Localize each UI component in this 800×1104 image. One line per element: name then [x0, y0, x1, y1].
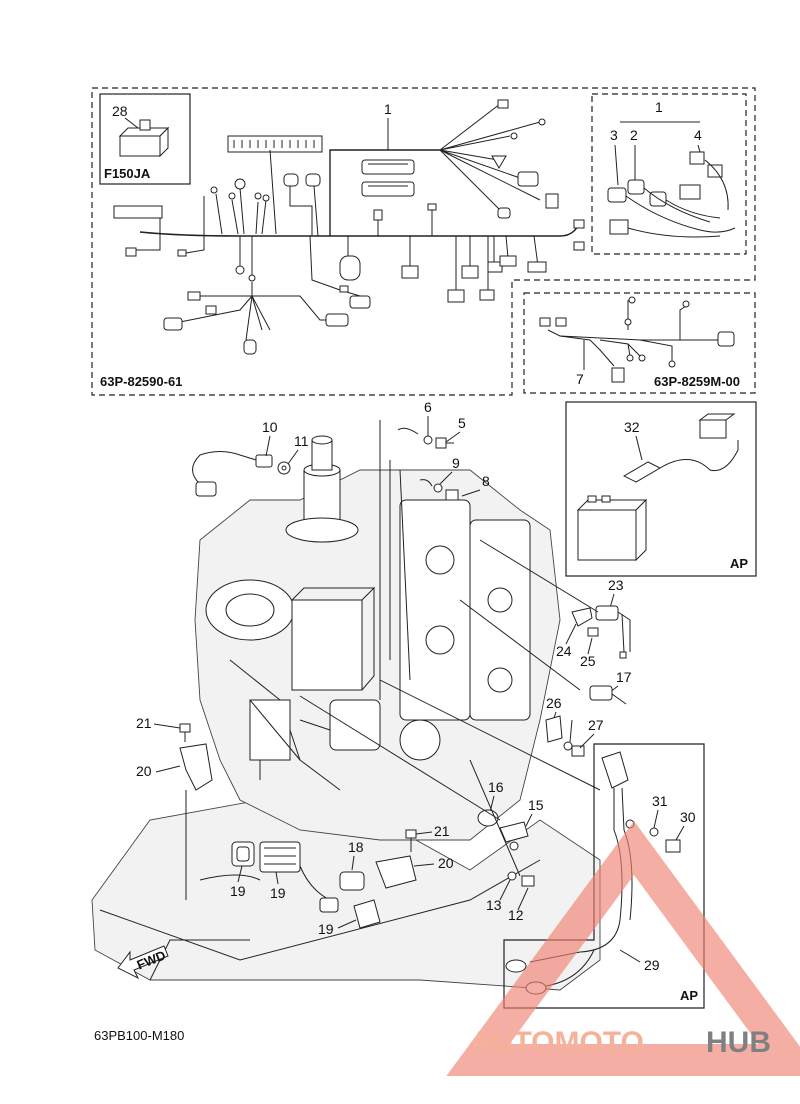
- callout-5: 5: [458, 415, 466, 431]
- callout-14: 15: [528, 797, 544, 813]
- inset-box-28: [99, 93, 191, 185]
- ap-label-bottom: AP: [680, 988, 698, 1003]
- ap-label-top: AP: [730, 556, 748, 571]
- ap-box-top: 32 AP: [565, 401, 757, 577]
- watermark-text-1: AUTOMOTO: [470, 1026, 644, 1059]
- callout-6: 6: [424, 399, 432, 415]
- callout-3: 3: [610, 127, 618, 143]
- callout-20-right: 20: [438, 855, 454, 871]
- sub-harness-box: 7 63P-8259M-00: [523, 292, 756, 394]
- watermark-triangle-icon: [446, 821, 800, 1076]
- connector-cluster-icon: [607, 151, 736, 238]
- callout-25: 26: [546, 695, 562, 711]
- callout-31: 31: [652, 793, 668, 809]
- callout-12: 10: [262, 419, 278, 435]
- callout-24: 25: [580, 653, 596, 669]
- ecu-connector-icon: [227, 135, 415, 197]
- engine-parts: 10 11 6 5 9 8 23 24 25: [117, 399, 632, 980]
- callout-16: 17: [616, 669, 632, 685]
- callout-8: 8: [482, 473, 490, 489]
- callout-1-connectors: 1: [655, 99, 663, 115]
- harness-connectors: [113, 99, 585, 355]
- engine-block: [91, 420, 601, 991]
- callout-19-bottom: 19: [318, 921, 334, 937]
- inset-label: F150JA: [104, 166, 151, 181]
- callout-19-left: 19: [230, 883, 246, 899]
- fwd-arrow-icon: [117, 945, 169, 980]
- callout-10: 12: [508, 907, 524, 923]
- wire-harness: [132, 103, 579, 341]
- callout-7: 7: [576, 371, 584, 387]
- callout-9: 9: [452, 455, 460, 471]
- callout-28: 28: [112, 103, 128, 119]
- ecu-32-icon: [576, 495, 648, 562]
- callout-26: 27: [588, 717, 604, 733]
- watermark-text-2: HUB: [706, 1026, 771, 1059]
- wire-harness-box: 28 F150JA 1 3 2 4: [91, 87, 756, 396]
- connector-28-icon: [118, 119, 170, 158]
- sub-harness-wires: [539, 296, 735, 383]
- callout-21-left: 21: [136, 715, 152, 731]
- connector-sub-box: [591, 93, 747, 255]
- callout-11: 13: [486, 897, 502, 913]
- callout-2: 2: [630, 127, 638, 143]
- callout-23: 24: [556, 643, 572, 659]
- callout-29: 29: [644, 957, 660, 973]
- sensor-32-icon: [622, 413, 739, 483]
- callout-21-right: 21: [434, 823, 450, 839]
- drawing-code: 63PB100-M180: [94, 1028, 184, 1043]
- callout-22: 23: [608, 577, 624, 593]
- sub-harness-part-code: 63P-8259M-00: [654, 374, 740, 389]
- callout-18: 18: [348, 839, 364, 855]
- callout-15: 16: [488, 779, 504, 795]
- callout-17: 19: [270, 885, 286, 901]
- watermark-logo: AUTOMOTO HUB: [446, 821, 800, 1076]
- callout-20-left: 20: [136, 763, 152, 779]
- callout-13: 11: [294, 433, 309, 449]
- callout-4: 4: [694, 127, 702, 143]
- callout-1: 1: [384, 101, 392, 117]
- callout-30: 30: [680, 809, 696, 825]
- harness-part-code: 63P-82590-61: [100, 374, 182, 389]
- callout-32: 32: [624, 419, 640, 435]
